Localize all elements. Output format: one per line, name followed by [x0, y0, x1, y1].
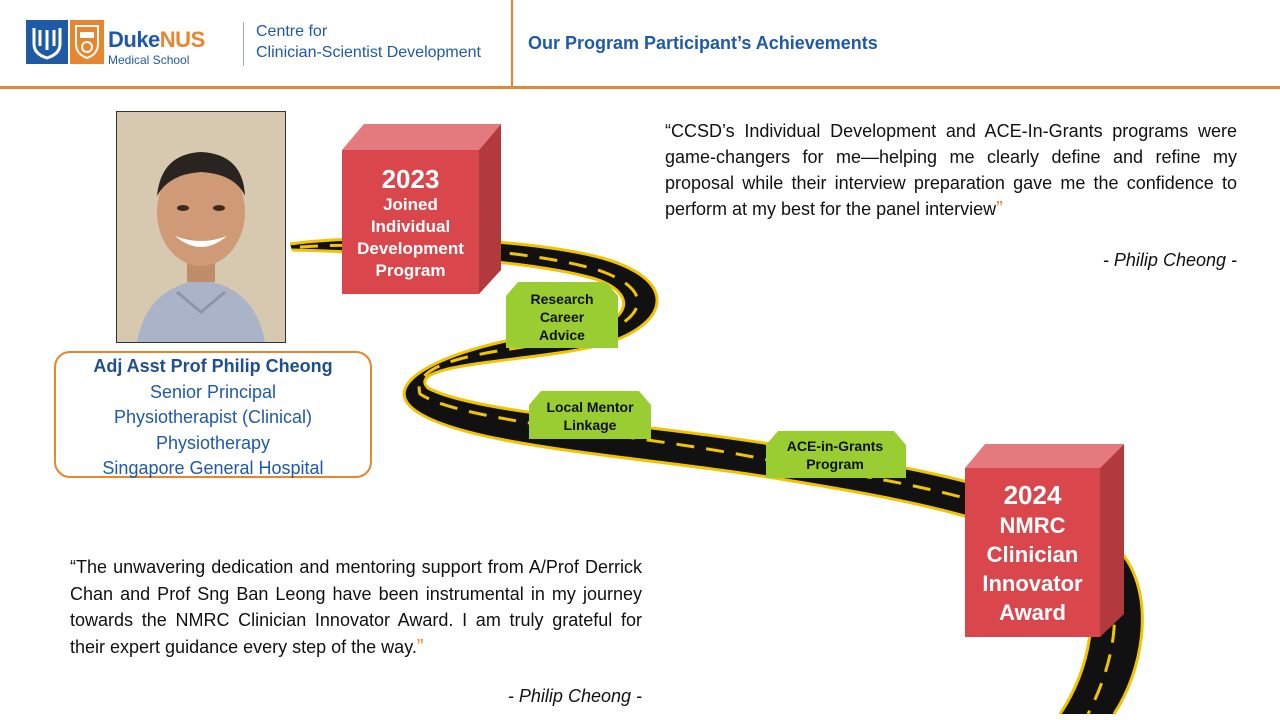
badge-mentor-line1: Local Mentor — [546, 399, 634, 415]
milestone-2024-box: 2024 NMRC Clinician Innovator Award — [965, 468, 1100, 637]
nus-crest-icon — [70, 20, 104, 64]
centre-name-line2: Clinician-Scientist Development — [256, 44, 481, 61]
badge-research-line2: Career — [539, 309, 585, 325]
duke-shield-icon — [26, 20, 68, 64]
milestone-2024-year: 2024 — [1003, 480, 1062, 510]
profile-role-line2: Physiotherapist (Clinical) — [113, 407, 313, 427]
milestone-2023-line4: Program — [375, 261, 446, 280]
quote-top: “CCSD’s Individual Development and ACE-I… — [665, 118, 1237, 222]
badge-ace-line1: ACE-in-Grants — [786, 438, 884, 454]
quote-bottom: “The unwavering dedication and mentoring… — [70, 554, 642, 660]
quote-bottom-close-mark: ” — [416, 635, 424, 658]
milestone-2023-box: 2023 Joined Individual Development Progr… — [342, 150, 479, 294]
quote-top-close-mark: ” — [996, 198, 1003, 220]
profile-name: Adj Asst Prof Philip Cheong — [93, 356, 333, 376]
badge-ace-line2: Program — [806, 456, 864, 472]
profile-institution: Singapore General Hospital — [102, 458, 324, 478]
milestone-2023-line3: Development — [357, 239, 464, 258]
milestone-2024-line2: Clinician — [986, 542, 1079, 567]
badge-mentor-line2: Linkage — [563, 417, 617, 433]
quote-bottom-open-mark: “ — [70, 557, 76, 577]
quote-bottom-text: The unwavering dedication and mentoring … — [70, 557, 642, 657]
logo-wordmark: DukeNUS — [108, 27, 205, 52]
profile-card: Adj Asst Prof Philip Cheong Senior Princ… — [54, 351, 372, 478]
badge-research-line1: Research — [530, 291, 594, 307]
header-divider — [511, 0, 513, 86]
milestone-2024-line4: Award — [999, 600, 1066, 625]
centre-name-line1: Centre for — [256, 23, 328, 40]
milestone-2024-line1: NMRC — [999, 513, 1066, 538]
header-rule — [0, 86, 1280, 89]
profile-photo — [116, 111, 286, 343]
logo-subtitle: Medical School — [108, 53, 190, 67]
badge-research-career-advice: Research Career Advice — [508, 290, 616, 344]
milestone-2023-year: 2023 — [381, 164, 440, 194]
milestone-2024-line3: Innovator — [982, 571, 1083, 596]
quote-top-attribution: - Philip Cheong - — [1102, 250, 1237, 270]
quote-top-open-mark: “ — [665, 121, 671, 141]
profile-role-line1: Senior Principal — [149, 381, 277, 402]
milestone-2023-line2: Individual — [370, 217, 451, 236]
milestone-2023-line1: Joined — [383, 195, 438, 214]
badge-local-mentor-linkage: Local Mentor Linkage — [531, 398, 649, 434]
profile-department: Physiotherapy — [155, 432, 271, 453]
badge-ace-in-grants: ACE-in-Grants Program — [766, 437, 904, 473]
quote-top-text: CCSD’s Individual Development and ACE-In… — [665, 121, 1237, 219]
page-title: Our Program Participant’s Achievements — [528, 33, 878, 53]
logo-separator — [243, 22, 244, 66]
badge-research-line3: Advice — [539, 327, 585, 343]
quote-bottom-attribution: - Philip Cheong - — [507, 686, 642, 706]
